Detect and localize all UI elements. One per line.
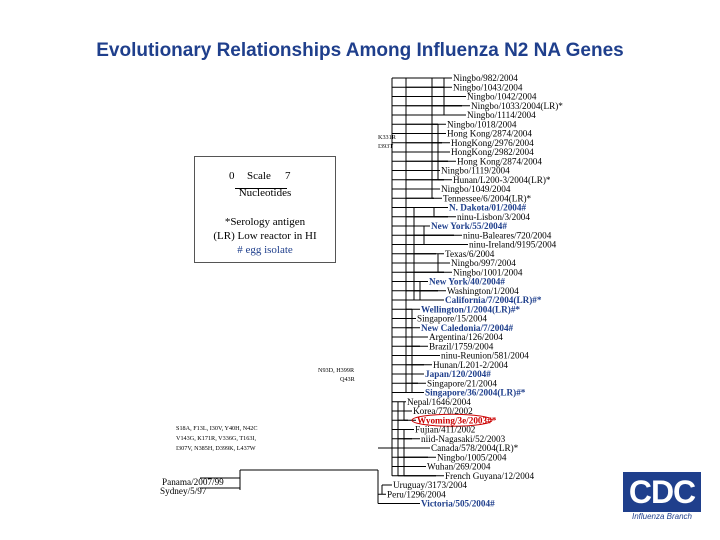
tree-leaf-label: Ningbo/1018/2004 — [447, 119, 517, 129]
tree-leaf-label: Ningbo/1033/2004(LR)* — [471, 101, 563, 111]
cdc-logo-text: CDC — [628, 474, 696, 510]
tree-leaf-label: Ningbo/1001/2004 — [453, 267, 523, 277]
tree-leaf-label: New York/40/2004# — [429, 277, 505, 287]
scale-bar — [235, 188, 287, 189]
page-title: Evolutionary Relationships Among Influen… — [96, 40, 624, 61]
tree-leaf-label: Peru/1296/2004 — [387, 489, 446, 499]
tree-leaf-label: Ningbo/1005/2004 — [437, 452, 507, 462]
tree-leaf-label: HongKong/2976/2004 — [451, 138, 534, 148]
note-serology: *Serology antigen — [224, 216, 306, 228]
tree-leaf-label: Ningbo/1043/2004 — [453, 82, 523, 92]
tree-leaf-label: Hong Kong/2874/2004 — [447, 129, 532, 139]
tree-leaf-label: Texas/6/2004 — [445, 249, 495, 259]
mutation-label: V143G, K171R, V336G, T163I, — [176, 435, 256, 442]
note-low-reactor: (LR) Low reactor in HI — [213, 230, 317, 242]
tree-leaf-label: ninu-Baleares/720/2004 — [463, 230, 552, 240]
tree-leaf-label: Tennessee/6/2004(LR)* — [443, 193, 532, 203]
tree-leaf-label: Korea/770/2002 — [413, 406, 473, 416]
tree-leaf-label: Singapore/21/2004 — [427, 378, 497, 388]
mutation-label: K331R — [378, 134, 397, 141]
mutation-label: I307V, N385H, D399K, L437W — [176, 445, 256, 452]
tree-leaf-label: Ningbo/1049/2004 — [441, 184, 511, 194]
tree-leaf-label: Singapore/15/2004 — [417, 314, 487, 324]
scale-max: 7 — [285, 170, 291, 182]
root-label-panama: Panama/2007/99 — [162, 477, 224, 487]
scale-legend: 0 Scale 7 Nucleotides *Serology antigen … — [194, 156, 336, 263]
tree-leaf-label: Hunan/L200-3/2004(LR)* — [453, 175, 551, 185]
tree-leaf-label: Ningbo/1114/2004 — [467, 110, 536, 120]
tree-leaf-label: Ningbo/1042/2004 — [467, 92, 537, 102]
tree-leaf-label: Fujian/411/2002 — [415, 425, 476, 435]
tree-leaf-label: ninu-Lisbon/3/2004 — [457, 212, 530, 222]
root-label-sydney: Sydney/5/97 — [160, 486, 207, 496]
highlight-ellipse — [411, 413, 493, 427]
tree-leaf-label: Japan/120/2004# — [425, 369, 491, 379]
tree-leaf-label: California/7/2004(LR)#* — [445, 295, 542, 305]
tree-leaf-label: Washington/1/2004 — [447, 286, 519, 296]
tree-leaf-label: Argentina/126/2004 — [429, 332, 503, 342]
scale-min: 0 — [229, 170, 235, 182]
cdc-logo-box: CDC — [623, 472, 701, 512]
tree-leaf-label: Uruguay/3173/2004 — [393, 480, 467, 490]
tree-leaf-label: Singapore/36/2004(LR)#* — [425, 388, 526, 398]
cdc-logo-subtitle: Influenza Branch — [631, 512, 693, 521]
scale-label: Scale — [247, 170, 271, 182]
scale-unit: Nucleotides — [238, 187, 292, 199]
tree-leaf-label: ninu-Ireland/9195/2004 — [469, 240, 557, 250]
tree-leaf-label: N. Dakota/01/2004# — [449, 203, 526, 213]
note-egg-isolate: # egg isolate — [237, 244, 293, 256]
mutation-label: Q43R — [340, 376, 356, 383]
tree-leaf-label: Brazil/1759/2004 — [429, 341, 494, 351]
mutation-label: N93D, H399R — [318, 367, 355, 374]
tree-leaf-label: Canada/578/2004(LR)* — [431, 443, 519, 453]
tree-leaf-label: New York/55/2004# — [431, 221, 507, 231]
legend-notes: *Serology antigen (LR) Low reactor in HI… — [195, 215, 335, 257]
tree-leaf-label: HongKong/2982/2004 — [451, 147, 534, 157]
tree-leaf-label: Ningbo/982/2004 — [453, 73, 518, 83]
tree-leaf-label: Hunan/L201-2/2004 — [433, 360, 508, 370]
tree-leaf-label: Wellington/1/2004(LR)#* — [421, 304, 520, 314]
tree-leaf-label: Ningbo/997/2004 — [451, 258, 516, 268]
tree-leaf-label: Wuhan/269/2004 — [427, 462, 491, 472]
mutation-label: S18A, F13L, I30V, Y40H, N42C — [176, 425, 257, 432]
tree-leaf-label: ninu-Reunion/581/2004 — [441, 351, 529, 361]
tree-leaf-label: Hong Kong/2874/2004 — [457, 156, 542, 166]
tree-leaf-label: Nepal/1646/2004 — [407, 397, 471, 407]
cdc-logo: CDC Influenza Branch — [623, 472, 701, 522]
tree-leaf-label: niid-Nagasaki/52/2003 — [421, 434, 506, 444]
tree-leaf-label: French Guyana/12/2004 — [445, 471, 534, 481]
tree-leaf-label: New Caledonia/7/2004# — [421, 323, 514, 333]
tree-leaf-label: Victoria/505/2004# — [421, 499, 495, 509]
tree-leaf-label: Wyoming/3e/2003#* — [417, 415, 497, 425]
tree-leaf-label: Ningbo/1119/2004 — [441, 166, 510, 176]
mutation-label: I393T — [378, 143, 393, 150]
